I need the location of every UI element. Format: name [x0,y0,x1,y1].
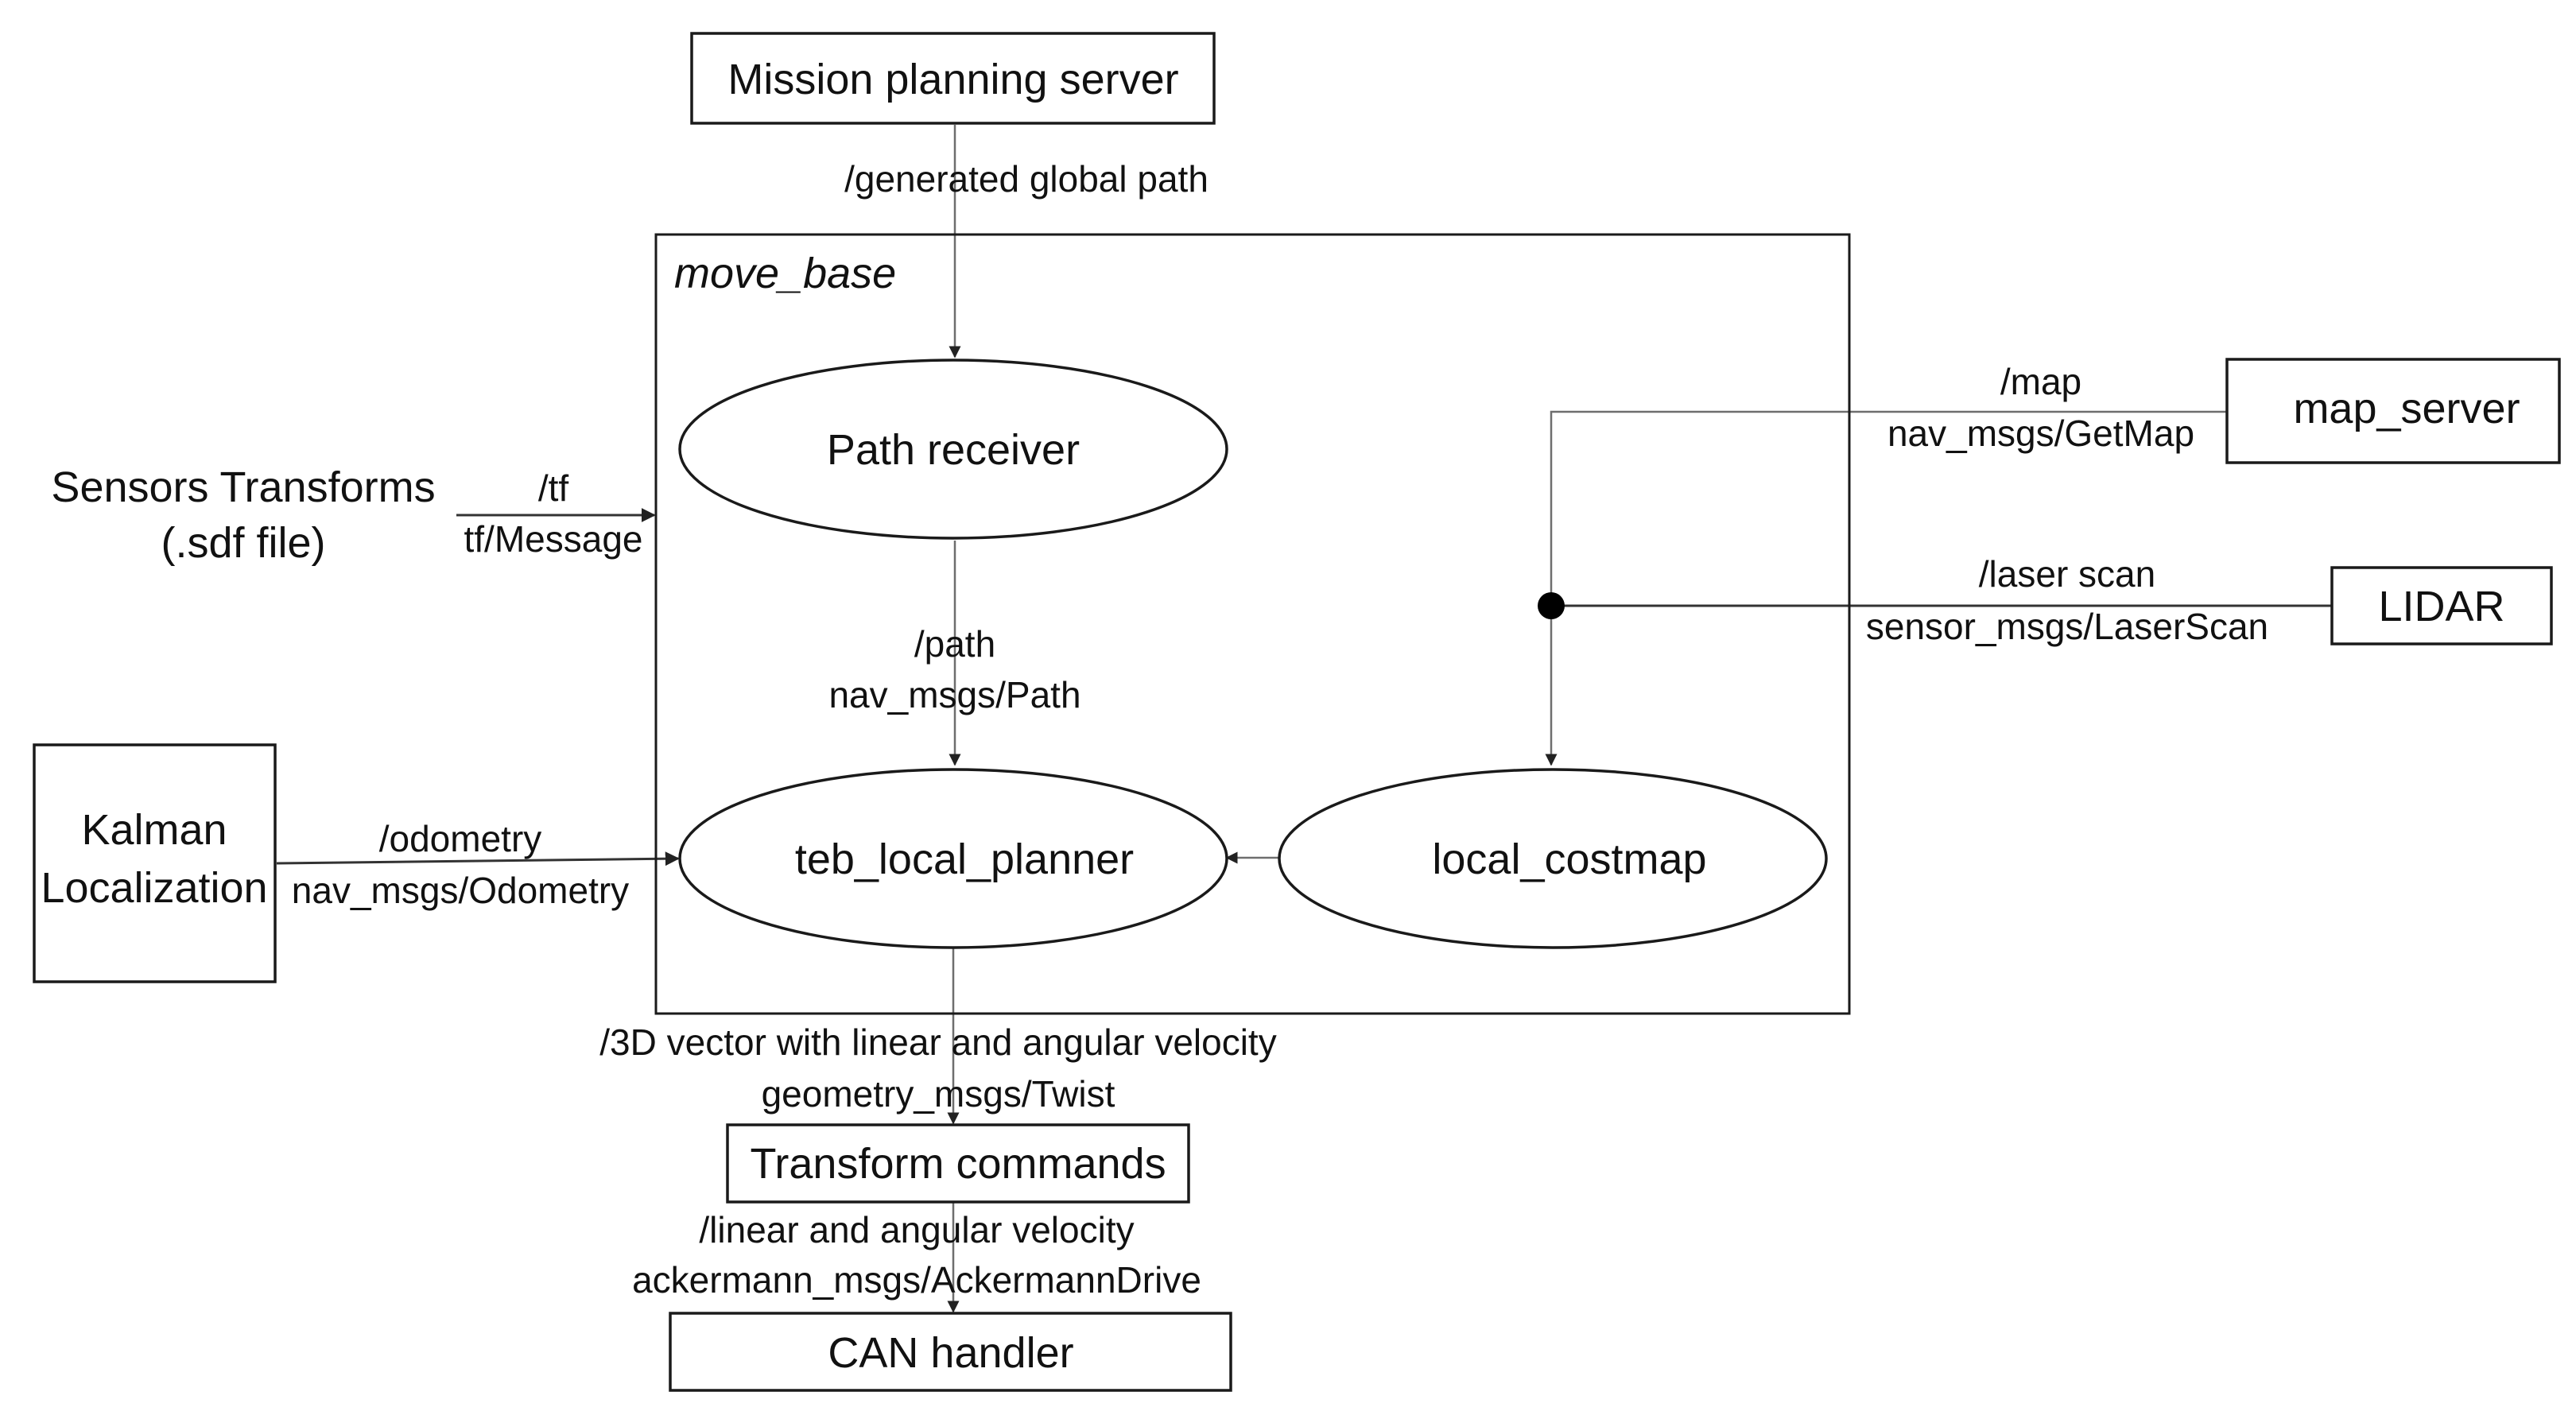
lidar-box [2330,566,2553,645]
twist-type: geometry_msgs/Twist [762,1073,1115,1115]
laser-junction-dot [1538,592,1565,619]
tf-type: tf/Message [464,518,643,560]
mission-planning-server-label: Mission planning server [727,56,1178,103]
odometry-wire [276,851,680,866]
map-type: nav_msgs/GetMap [1887,413,2194,454]
map-topic: /map [2000,361,2081,402]
laser-scan-type: sensor_msgs/LaserScan [1866,606,2268,647]
move-base-frame [654,233,1851,1015]
twist-topic: /3D vector with linear and angular veloc… [599,1022,1276,1063]
path-receiver-label: Path receiver [827,426,1080,474]
sensors-transforms-line2: (.sdf file) [161,519,325,567]
ackermann-type: ackermann_msgs/AckermannDrive [632,1259,1201,1301]
can-handler-box [669,1312,1232,1392]
lidar-label: LIDAR [2378,583,2504,630]
map-server-box [2225,358,2561,464]
move-base-label: move_base [674,250,896,297]
global-path-topic: /generated global path [844,158,1208,200]
transform-commands-label: Transform commands [750,1140,1166,1188]
ackermann-topic: /linear and angular velocity [699,1209,1134,1250]
path-type: nav_msgs/Path [828,674,1080,715]
kalman-label-line1: Kalman [81,806,227,854]
local-costmap-node [1278,768,1828,949]
local-costmap-label: local_costmap [1432,835,1706,883]
teb-local-planner-node [678,768,1228,949]
map-wire [1545,410,2227,766]
teb-local-planner-label: teb_local_planner [795,835,1134,883]
mission-planning-server-box [690,32,1216,125]
tf-topic: /tf [538,467,569,509]
path-receiver-node [678,359,1228,540]
path-topic: /path [914,623,995,665]
odometry-topic: /odometry [379,818,542,859]
odometry-type: nav_msgs/Odometry [292,870,629,911]
sensors-transforms-line1: Sensors Transforms [51,463,435,511]
laser-scan-topic: /laser scan [1979,553,2155,595]
map-server-label: map_server [2293,385,2520,432]
kalman-label-line2: Localization [41,864,267,912]
transform-commands-box [726,1123,1190,1204]
kalman-localization-box [33,743,277,983]
can-handler-label: CAN handler [828,1329,1073,1377]
